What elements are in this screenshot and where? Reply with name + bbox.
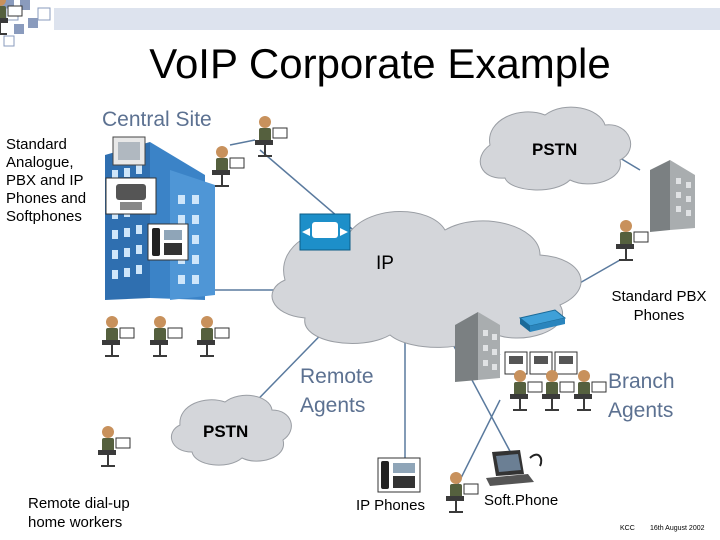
slide-title: VoIP Corporate Example <box>149 40 611 87</box>
agent-icon <box>0 0 23 35</box>
branch-phones-icon <box>504 351 578 375</box>
pstn-cloud-bottom-icon <box>170 394 292 466</box>
footer-date: 16th August 2002 <box>650 525 705 532</box>
footer-author: KCC <box>620 525 635 532</box>
dialup-workers-label: Remote dial-up home workers <box>28 495 130 531</box>
agents-group <box>0 0 23 35</box>
pstn-bottom-label: PSTN <box>203 422 249 441</box>
headset-icon <box>529 453 543 467</box>
remote-office-building-icon <box>650 160 695 232</box>
central-site-label: Central Site <box>102 108 212 131</box>
ip-phone-bottom-icon <box>377 457 421 493</box>
central-site-description: Standard Analogue, PBX and IP Phones and… <box>6 136 87 225</box>
ip-phones-label: IP Phones <box>356 497 425 514</box>
branch-agents-label: Branch Agents <box>608 370 675 422</box>
branch-building-icon <box>455 312 500 382</box>
central-site-building-icon <box>105 142 215 300</box>
softphone-label: Soft.Phone <box>484 492 559 509</box>
ip-label: IP <box>376 253 394 274</box>
remote-agents-label: Remote Agents <box>300 365 374 417</box>
pstn-cloud-top-icon <box>479 106 632 191</box>
pstn-top-label: PSTN <box>532 140 578 159</box>
ip-phone-central-icon <box>147 223 189 261</box>
switch-icon <box>518 309 567 332</box>
standard-pbx-label: Standard PBX Phones <box>611 288 707 324</box>
softphone-laptop-icon <box>486 450 543 486</box>
title-bar <box>54 8 720 30</box>
analogue-phone-icon <box>105 177 157 215</box>
pbx-unit-icon <box>112 136 146 166</box>
router-icon <box>299 213 351 251</box>
